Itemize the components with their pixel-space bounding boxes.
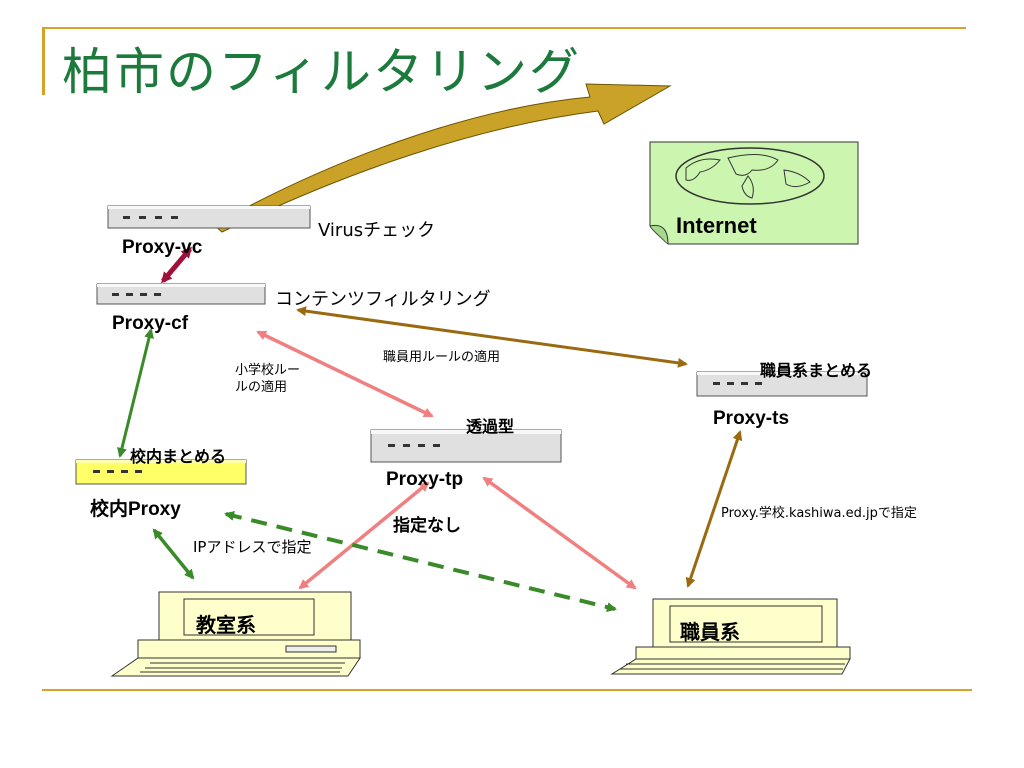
terminal-icon [610, 598, 851, 675]
proxy-tp-name: Proxy-tp [386, 469, 464, 490]
slide-title: 柏市のフィルタリング [62, 43, 581, 101]
school-proxy-desc: 校内まとめる [130, 447, 227, 466]
proxy-cf-name: Proxy-cf [112, 313, 189, 334]
tp-staff-arrow [482, 476, 637, 590]
cf-schoolproxy-arrow [117, 328, 154, 458]
internet-label: Internet [676, 213, 757, 238]
proxy-ts-name: Proxy-ts [713, 408, 790, 429]
proxy-ts-desc: 職員系まとめる [760, 361, 873, 380]
classroom-label: 教室系 [196, 613, 256, 637]
proxy-spec-note: Proxy.学校.kashiwa.ed.jpで指定 [721, 506, 917, 521]
internet-arrow [213, 83, 672, 233]
router-icon [696, 371, 868, 397]
left-accent-bar [42, 27, 45, 95]
school-proxy-name: 校内Proxy [90, 499, 181, 520]
cf-tp-arrow [256, 330, 434, 418]
proxy-cf-desc: コンテンツフィルタリング [275, 289, 491, 310]
proxy-tp-note: 指定なし [393, 516, 461, 536]
router-icon [75, 459, 247, 485]
router-icon [370, 429, 562, 463]
globe-icon [675, 147, 825, 205]
router-icon [96, 283, 266, 305]
staff-rule-note: 職員用ルールの適用 [383, 350, 501, 365]
top-rule [42, 27, 966, 29]
ts-staff-arrow [685, 430, 743, 588]
bottom-rule [42, 689, 972, 691]
schoolproxy-staff-dashed-arrow [224, 511, 617, 612]
cf-ts-arrow [296, 306, 688, 368]
proxy-vc-desc: Virusチェック [318, 220, 436, 241]
ip-spec-note: IPアドレスで指定 [193, 538, 312, 556]
proxy-tp-desc: 透過型 [466, 417, 515, 436]
schoolproxy-classroom-arrow [152, 528, 195, 580]
proxy-vc-name: Proxy-vc [122, 237, 203, 258]
router-icon [107, 205, 311, 229]
vc-cf-arrow [161, 246, 192, 284]
elementary-rule-note: 小学校ルールの適用 [235, 363, 301, 395]
internet-map [649, 141, 859, 245]
staff-label: 職員系 [680, 620, 740, 644]
